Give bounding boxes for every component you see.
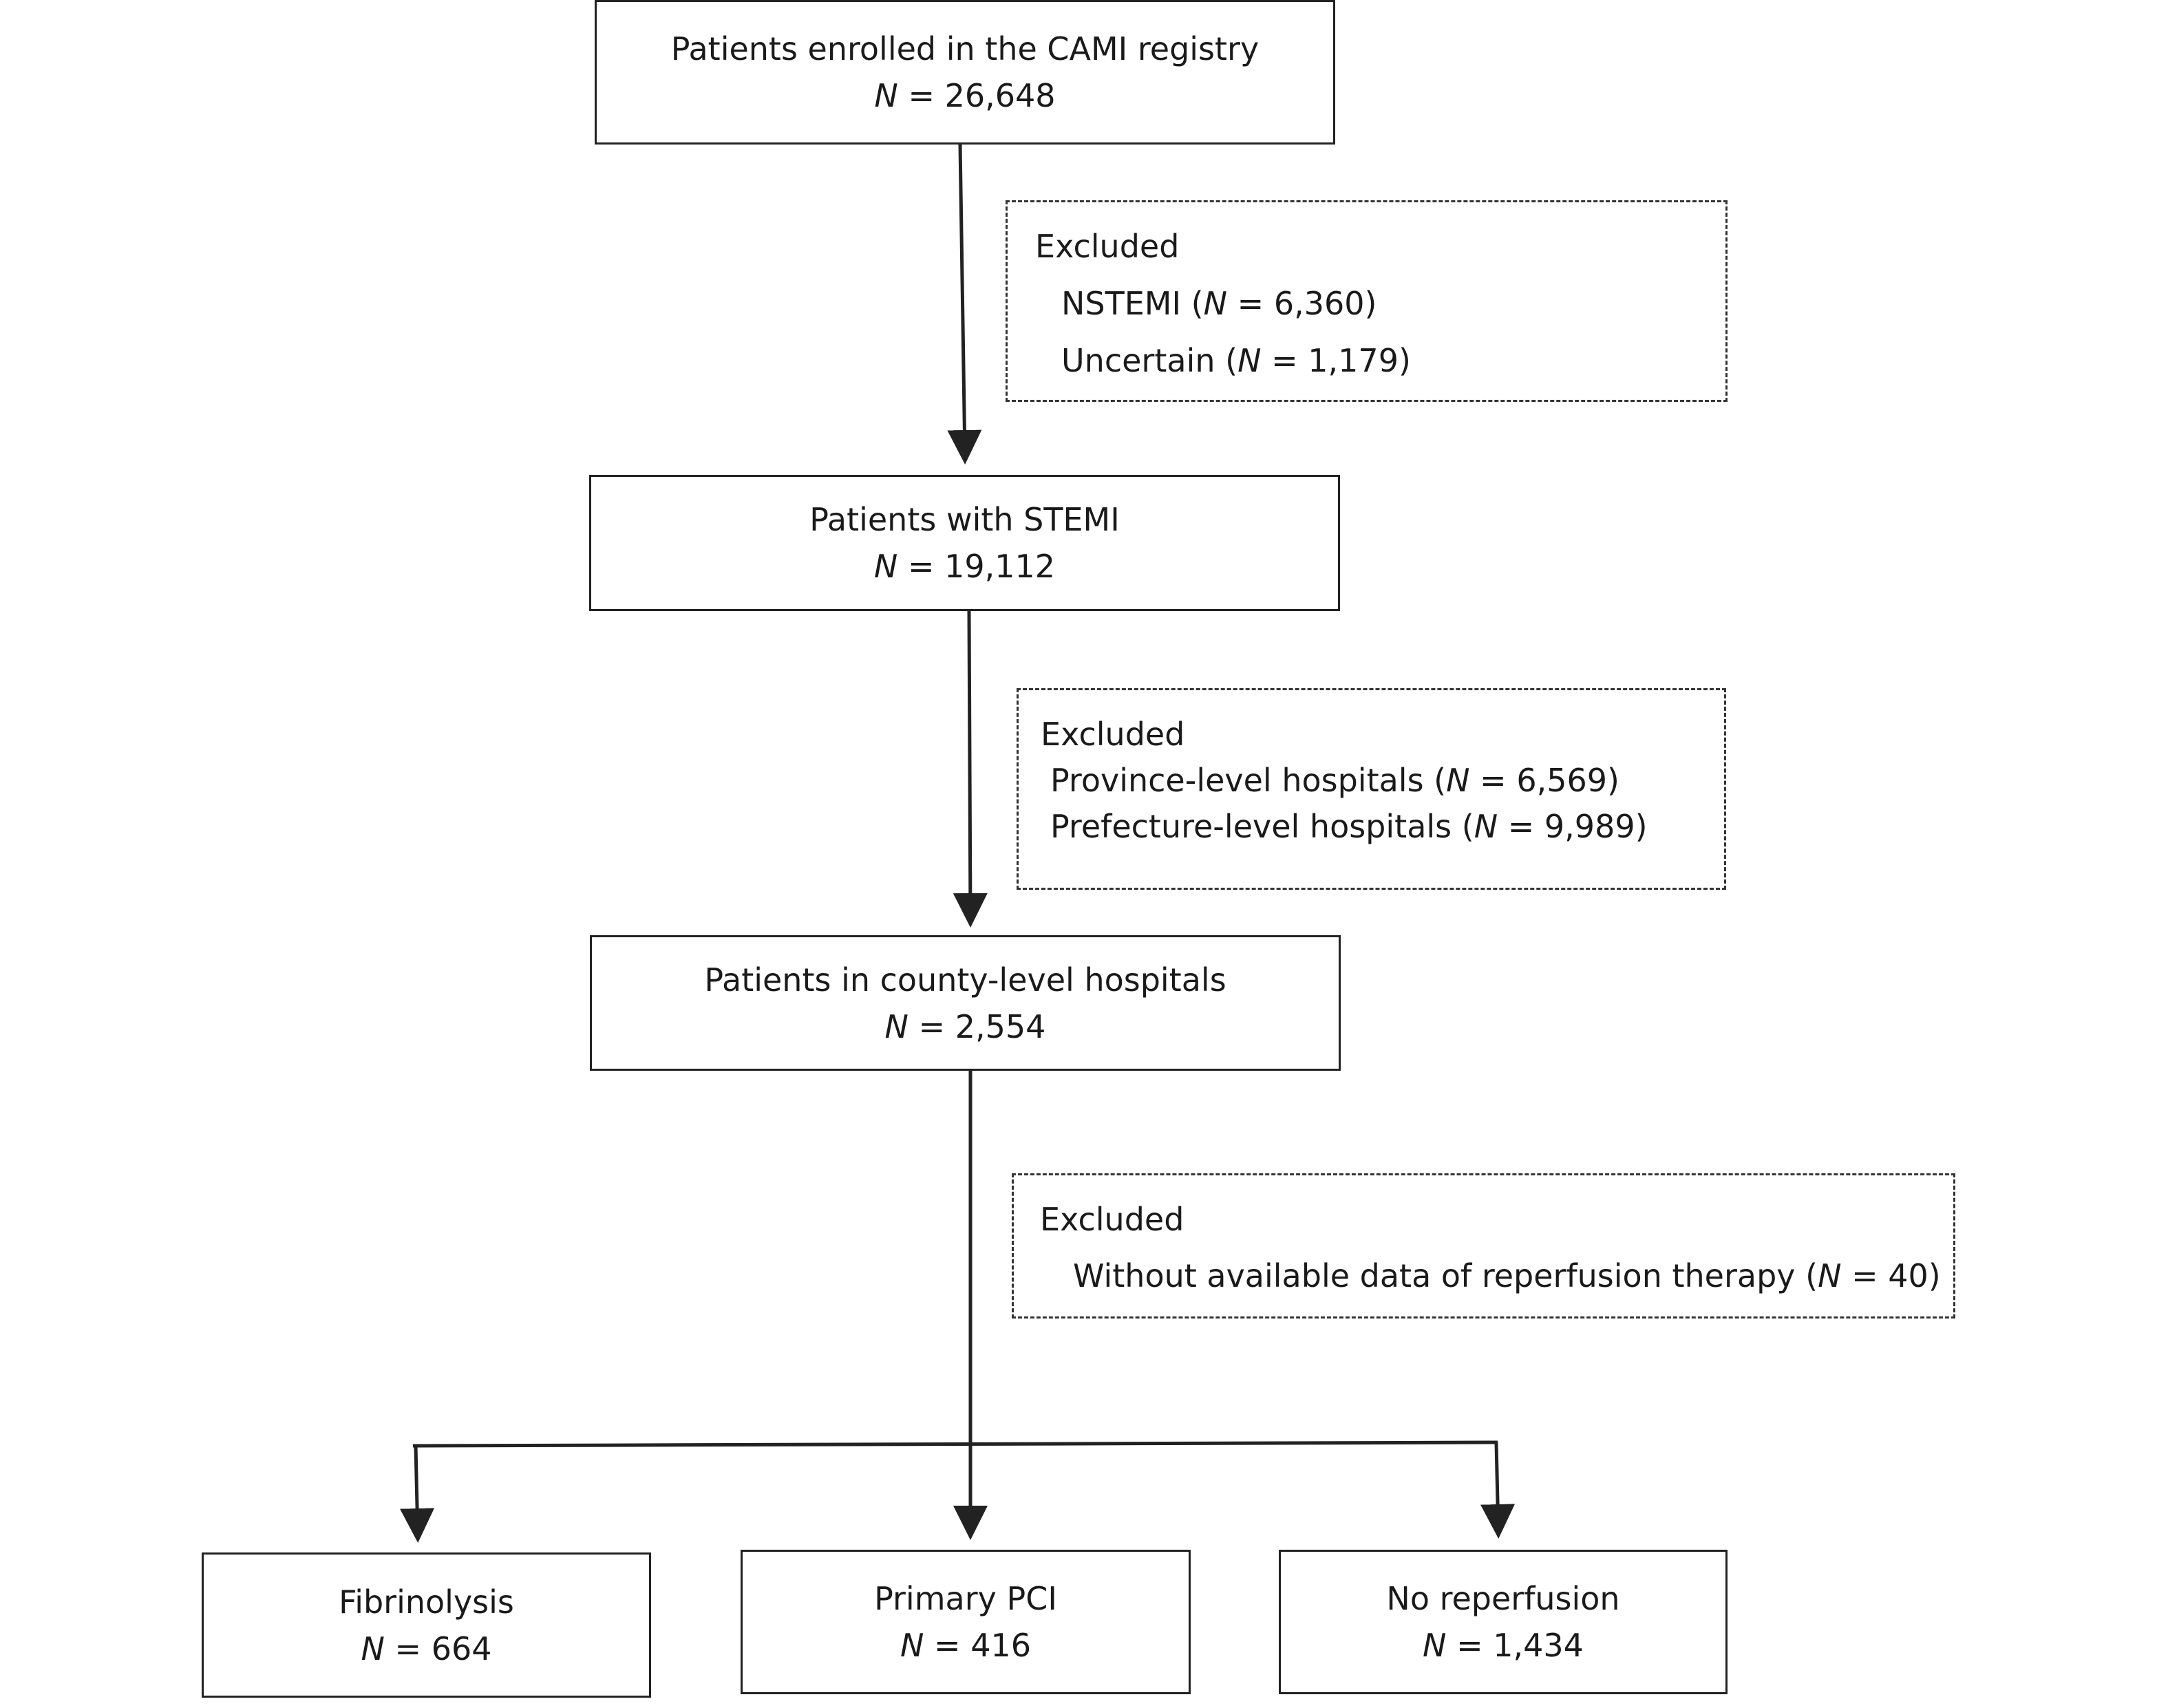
box-no-reperfusion: No reperfusion N = 1,434 [1279, 1550, 1728, 1694]
exclusion-2-item-province: Province-level hospitals (N = 6,569) [1050, 762, 1619, 799]
exclusion-1-item-nstemi: NSTEMI (N = 6,360) [1061, 285, 1377, 322]
box-no-reperfusion-count: N = 1,434 [1423, 1627, 1584, 1664]
arrow-to-no-reperfusion [1480, 1442, 1516, 1539]
box-primary-pci-count: N = 416 [900, 1627, 1031, 1664]
box-county-count: N = 2,554 [884, 1007, 1046, 1045]
exclusion-box-1: Excluded NSTEMI (N = 6,360) Uncertain (N… [1006, 200, 1728, 402]
exclusion-box-2: Excluded Province-level hospitals (N = 6… [1017, 688, 1726, 890]
box-county: Patients in county-level hospitals N = 2… [590, 935, 1341, 1071]
arrow-enrolled-to-stemi [947, 144, 982, 465]
exclusion-2-header: Excluded [1041, 716, 1185, 753]
arrow-to-fibrinolysis [400, 1445, 435, 1543]
box-enrolled-title: Patients enrolled in the CAMI registry [670, 30, 1260, 67]
split-horizontal-line [412, 1440, 1498, 1448]
arrow-stemi-to-county [953, 610, 988, 928]
box-primary-pci: Primary PCI N = 416 [741, 1550, 1191, 1694]
box-stemi: Patients with STEMI N = 19,112 [589, 475, 1340, 611]
exclusion-2-item-prefecture: Prefecture-level hospitals (N = 9,989) [1050, 808, 1648, 845]
exclusion-3-header: Excluded [1040, 1201, 1184, 1238]
exclusion-box-3: Excluded Without available data of reper… [1012, 1173, 1955, 1319]
box-fibrinolysis-title: Fibrinolysis [339, 1583, 514, 1621]
exclusion-1-item-uncertain: Uncertain (N = 1,179) [1061, 342, 1411, 379]
box-enrolled-count: N = 26,648 [874, 77, 1056, 114]
box-stemi-title: Patients with STEMI [809, 501, 1120, 538]
box-county-title: Patients in county-level hospitals [704, 961, 1226, 999]
box-no-reperfusion-title: No reperfusion [1386, 1580, 1620, 1617]
box-stemi-count: N = 19,112 [873, 548, 1056, 585]
box-primary-pci-title: Primary PCI [874, 1580, 1057, 1617]
exclusion-3-item-no-data: Without available data of reperfusion th… [1073, 1257, 1941, 1294]
exclusion-1-header: Excluded [1035, 228, 1180, 265]
box-fibrinolysis-count: N = 664 [361, 1630, 492, 1667]
box-fibrinolysis: Fibrinolysis N = 664 [202, 1552, 651, 1698]
box-enrolled: Patients enrolled in the CAMI registry N… [595, 0, 1335, 145]
